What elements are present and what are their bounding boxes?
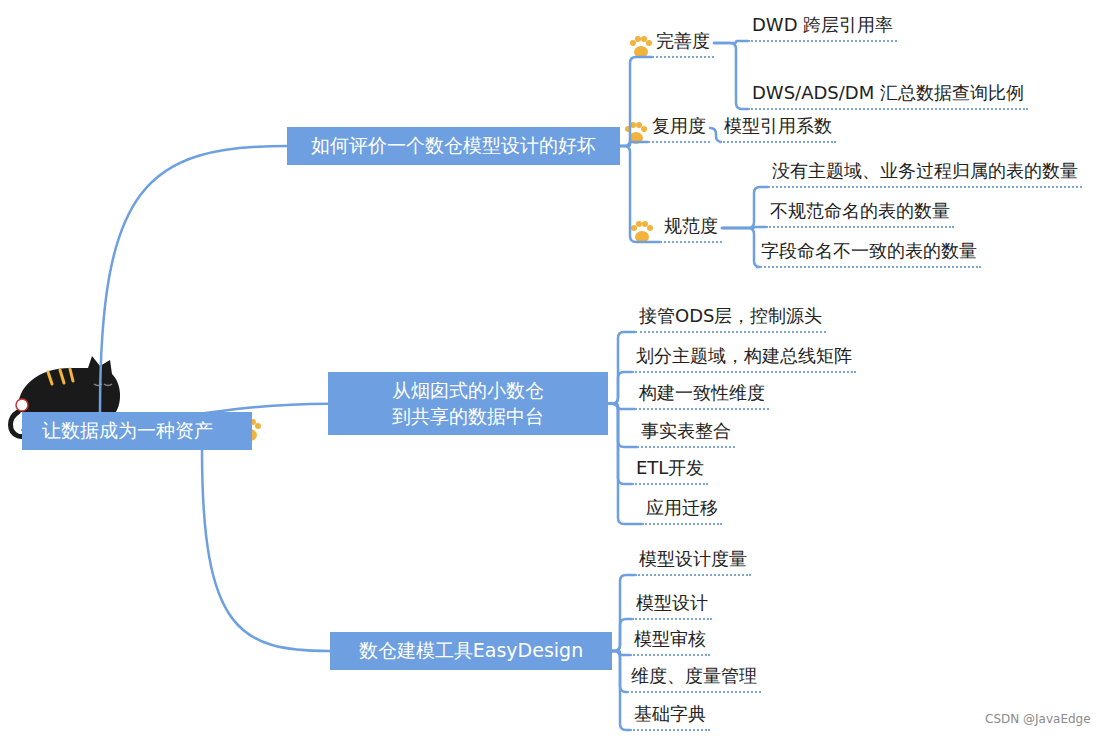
branch-box: 从烟囱式的小数仓 到共享的数据中台	[328, 372, 608, 435]
branch-box: 让数据成为一种资产	[22, 412, 252, 450]
node-text: 让数据成为一种资产	[42, 418, 213, 444]
leaf-item: 规范度	[660, 213, 722, 243]
branch-line	[714, 43, 748, 109]
branch-line	[608, 332, 635, 404]
leaf-item: 基础字典	[630, 701, 710, 731]
branch-line	[202, 450, 330, 651]
leaf-item: 完善度	[652, 28, 714, 58]
leaf-item: 接管ODS层，控制源头	[635, 303, 826, 333]
node-text: 不规范命名的表的数量	[770, 199, 950, 223]
node-text: 模型设计度量	[639, 547, 747, 571]
node-text: DWS/ADS/DM 汇总数据查询比例	[752, 81, 1024, 105]
leaf-item: 模型设计	[632, 590, 712, 620]
node-text: 模型设计	[636, 591, 708, 615]
leaf-item: 应用迁移	[642, 495, 722, 525]
leaf-item: 模型引用系数	[720, 113, 836, 143]
leaf-item: DWD 跨层引用率	[748, 12, 897, 42]
leaf-item: 划分主题域，构建总线矩阵	[632, 343, 856, 373]
leaf-item: ETL开发	[632, 455, 708, 485]
branch-line	[722, 228, 760, 267]
leaf-item: 构建一致性维度	[635, 380, 769, 410]
paw-icon	[631, 221, 653, 243]
node-text: 模型审核	[634, 627, 706, 651]
leaf-item: DWS/ADS/DM 汇总数据查询比例	[748, 80, 1028, 110]
branch-box: 数仓建模工具EasyDesign	[330, 632, 612, 670]
leaf-item: 维度、度量管理	[627, 663, 761, 693]
node-text: 模型引用系数	[724, 114, 832, 138]
node-text: 基础字典	[634, 702, 706, 726]
paw-icon	[630, 36, 652, 58]
branch-line	[710, 128, 722, 142]
branch-line	[100, 146, 287, 412]
leaf-item: 模型设计度量	[635, 546, 751, 576]
node-text: 接管ODS层，控制源头	[639, 304, 822, 328]
node-text: 数仓建模工具EasyDesign	[359, 638, 583, 664]
leaf-item: 字段命名不一致的表的数量	[757, 238, 981, 268]
node-text: 划分主题域，构建总线矩阵	[636, 344, 852, 368]
branch-line	[608, 404, 632, 484]
node-text: 事实表整合	[641, 419, 731, 443]
branch-line	[608, 372, 632, 404]
paw-icon	[625, 122, 647, 144]
leaf-item: 复用度	[648, 113, 710, 143]
node-text: 从烟囱式的小数仓 到共享的数据中台	[380, 378, 556, 429]
watermark: CSDN @JavaEdge	[985, 712, 1091, 726]
node-text: 构建一致性维度	[639, 381, 765, 405]
node-text: DWD 跨层引用率	[752, 13, 893, 37]
node-text: 应用迁移	[646, 496, 718, 520]
branch-line	[612, 619, 632, 651]
node-text: ETL开发	[636, 456, 704, 480]
leaf-item: 模型审核	[630, 626, 710, 656]
node-text: 维度、度量管理	[631, 664, 757, 688]
node-text: 规范度	[664, 214, 718, 238]
node-text: 完善度	[656, 29, 710, 53]
node-text: 字段命名不一致的表的数量	[761, 239, 977, 263]
node-text: 复用度	[652, 114, 706, 138]
leaf-item: 事实表整合	[637, 418, 735, 448]
branch-line	[620, 146, 660, 242]
branch-box: 如何评价一个数仓模型设计的好坏	[287, 127, 620, 165]
leaf-item: 没有主题域、业务过程归属的表的数量	[768, 158, 1082, 188]
leaf-item: 不规范命名的表的数量	[766, 198, 954, 228]
node-text: 如何评价一个数仓模型设计的好坏	[311, 133, 596, 159]
node-text: 没有主题域、业务过程归属的表的数量	[772, 159, 1078, 183]
branch-line	[722, 187, 768, 228]
branch-line	[608, 404, 637, 447]
